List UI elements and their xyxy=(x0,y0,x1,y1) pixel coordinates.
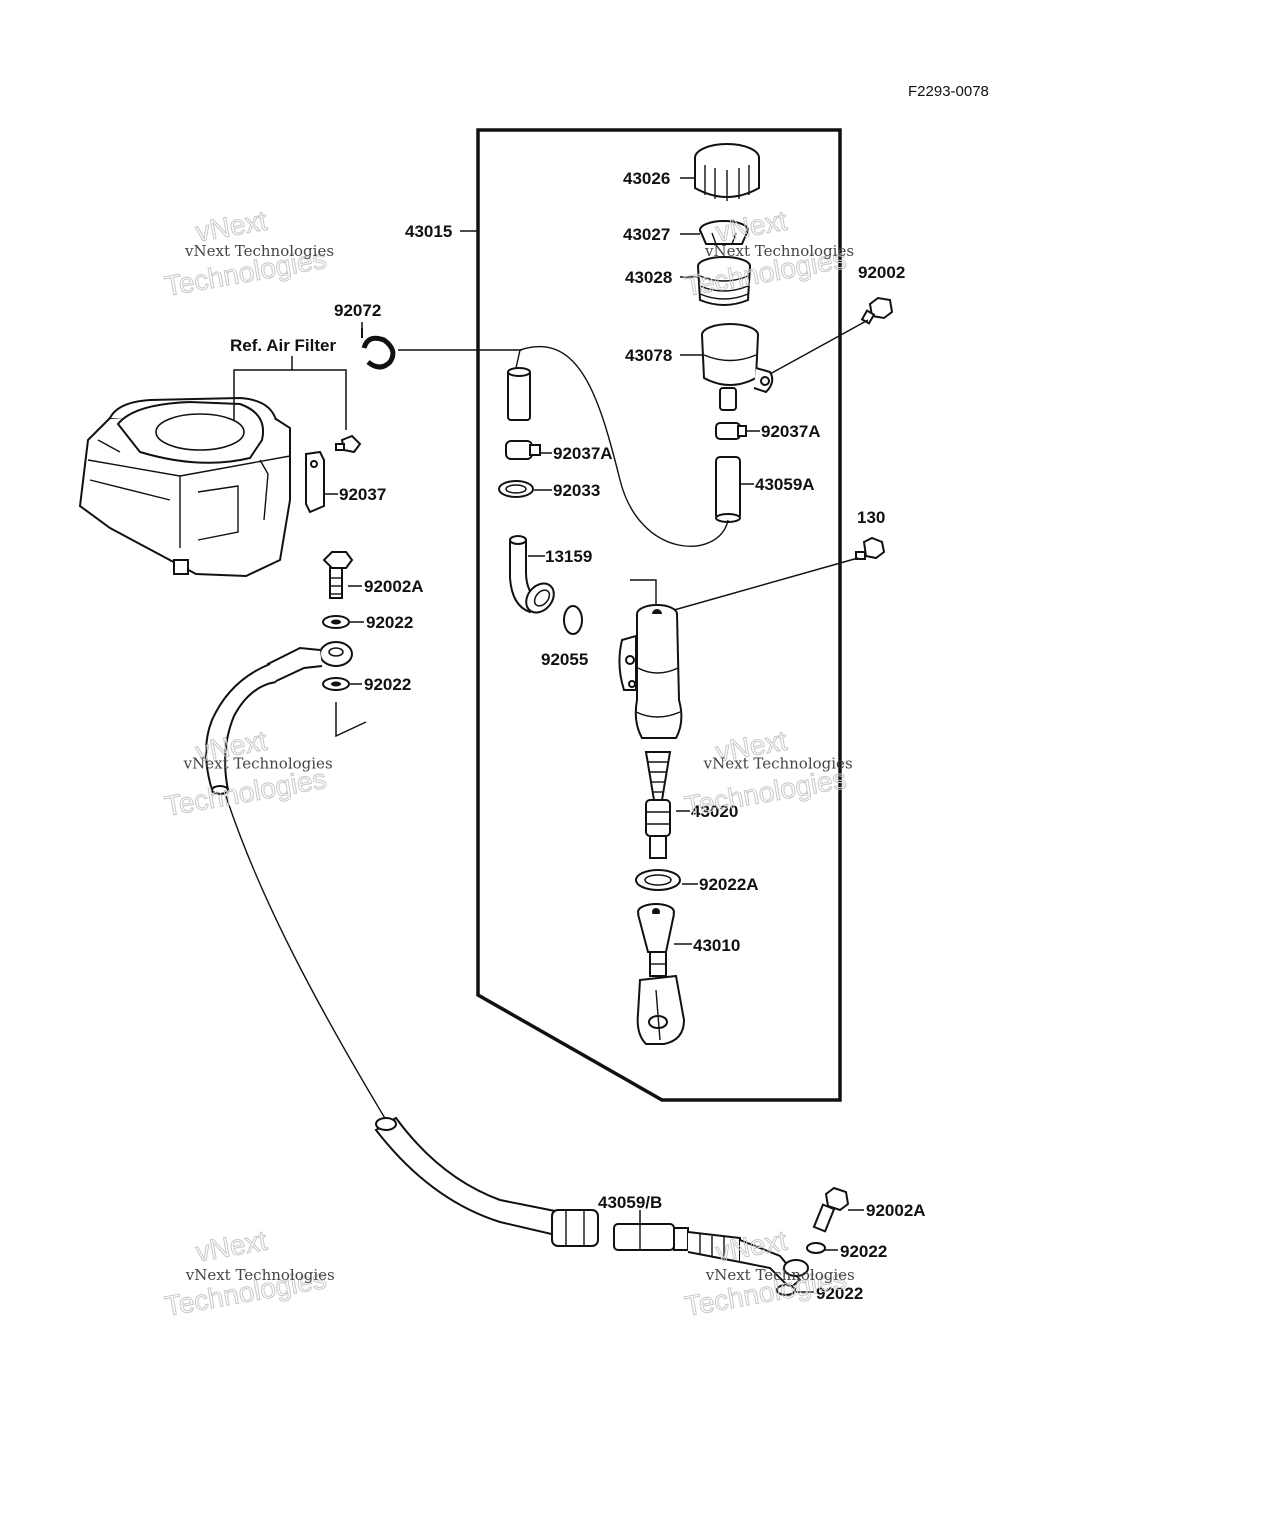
svg-text:vNext Technologies: vNext Technologies xyxy=(703,754,853,772)
o-ring-92055 xyxy=(563,605,583,635)
hose-clamp-right xyxy=(715,422,747,440)
reservoir-body xyxy=(701,323,774,411)
label-92055: 92055 xyxy=(541,650,588,669)
watermark-6: vNext Technologies vNext Technologies xyxy=(682,1224,855,1322)
label-92002A-top: 92002A xyxy=(364,577,424,596)
label-43059A: 43059A xyxy=(755,475,815,494)
label-92022-2: 92022 xyxy=(364,675,411,694)
label-92022-3: 92022 xyxy=(840,1242,887,1261)
label-92033: 92033 xyxy=(553,481,600,500)
label-43059B: 43059/B xyxy=(598,1193,662,1212)
label-43026: 43026 xyxy=(623,169,670,188)
svg-text:vNext: vNext xyxy=(193,1225,269,1268)
washer-92022-3 xyxy=(806,1242,826,1254)
svg-text:vNext Technologies: vNext Technologies xyxy=(704,242,854,260)
label-92037: 92037 xyxy=(339,485,386,504)
label-130: 130 xyxy=(857,508,885,527)
label-43010: 43010 xyxy=(693,936,740,955)
svg-text:vNext Technologies: vNext Technologies xyxy=(184,242,334,260)
brake-hose-routing xyxy=(225,795,387,1121)
master-cylinder-body xyxy=(618,579,683,739)
label-43027: 43027 xyxy=(623,225,670,244)
circlip-92033 xyxy=(498,480,534,498)
brake-hose-lower xyxy=(374,1116,599,1247)
label-92037A-left: 92037A xyxy=(553,444,613,463)
svg-text:vNext Technologies: vNext Technologies xyxy=(705,1266,855,1284)
washer-92022-1 xyxy=(322,615,350,629)
watermark-2: vNext Technologies vNext Technologies xyxy=(682,204,854,302)
label-43028: 43028 xyxy=(625,268,672,287)
label-92022-4: 92022 xyxy=(816,1284,863,1303)
label-92072: 92072 xyxy=(334,301,381,320)
label-92002A-bottom: 92002A xyxy=(866,1201,926,1220)
leader-92002 xyxy=(769,319,869,375)
elbow-fitting-13159 xyxy=(509,535,555,614)
watermark-1: vNext Technologies vNext Technologies xyxy=(162,204,334,302)
short-hose xyxy=(507,367,531,421)
banjo-bolt-bottom xyxy=(812,1186,850,1233)
ref-air-filter-bracket xyxy=(233,356,347,430)
watermark-3: vNext Technologies vNext Technologies xyxy=(162,724,333,822)
reservoir-hose-43059A xyxy=(715,456,741,523)
diagram-code: F2293-0078 xyxy=(908,83,989,100)
washer-92022-2 xyxy=(322,677,350,691)
hose-fitting-43059B xyxy=(613,1223,809,1290)
watermark-4: vNext Technologies vNext Technologies xyxy=(682,724,853,822)
svg-text:vNext Technologies: vNext Technologies xyxy=(183,754,333,772)
screw-air-filter xyxy=(335,434,362,454)
diaphragm xyxy=(697,256,751,306)
reservoir-hose-routing xyxy=(515,345,729,547)
bracket-92037 xyxy=(305,450,325,514)
bolt-92002 xyxy=(860,296,894,325)
label-43015: 43015 xyxy=(405,222,452,241)
label-43020: 43020 xyxy=(691,802,738,821)
washer-92022-4 xyxy=(776,1284,796,1296)
diaphragm-plate xyxy=(699,220,749,245)
bolt-130 xyxy=(855,536,886,560)
hose-clamp-left xyxy=(505,440,541,460)
label-13159: 13159 xyxy=(545,547,592,566)
connection-marker xyxy=(335,702,367,738)
piston-43020 xyxy=(644,751,672,859)
svg-text:vNext Technologies: vNext Technologies xyxy=(185,1266,335,1284)
label-92022-1: 92022 xyxy=(366,613,413,632)
label-43078: 43078 xyxy=(625,346,672,365)
label-ref-air-filter: Ref. Air Filter xyxy=(230,336,336,355)
push-rod-43010 xyxy=(636,903,686,1045)
circlip-92022A xyxy=(635,869,681,891)
assembly-group-outline xyxy=(476,128,842,1102)
banjo-bolt-top xyxy=(322,551,354,599)
brake-hose-upper xyxy=(205,641,353,795)
reservoir-cap xyxy=(694,143,760,201)
label-92022A: 92022A xyxy=(699,875,759,894)
spring-clip-92072 xyxy=(361,328,396,370)
leader-130 xyxy=(659,557,859,615)
watermark-5: vNext Technologies vNext Technologies xyxy=(162,1224,335,1322)
label-92002: 92002 xyxy=(858,263,905,282)
label-92037A-right: 92037A xyxy=(761,422,821,441)
air-filter-housing xyxy=(78,396,291,578)
